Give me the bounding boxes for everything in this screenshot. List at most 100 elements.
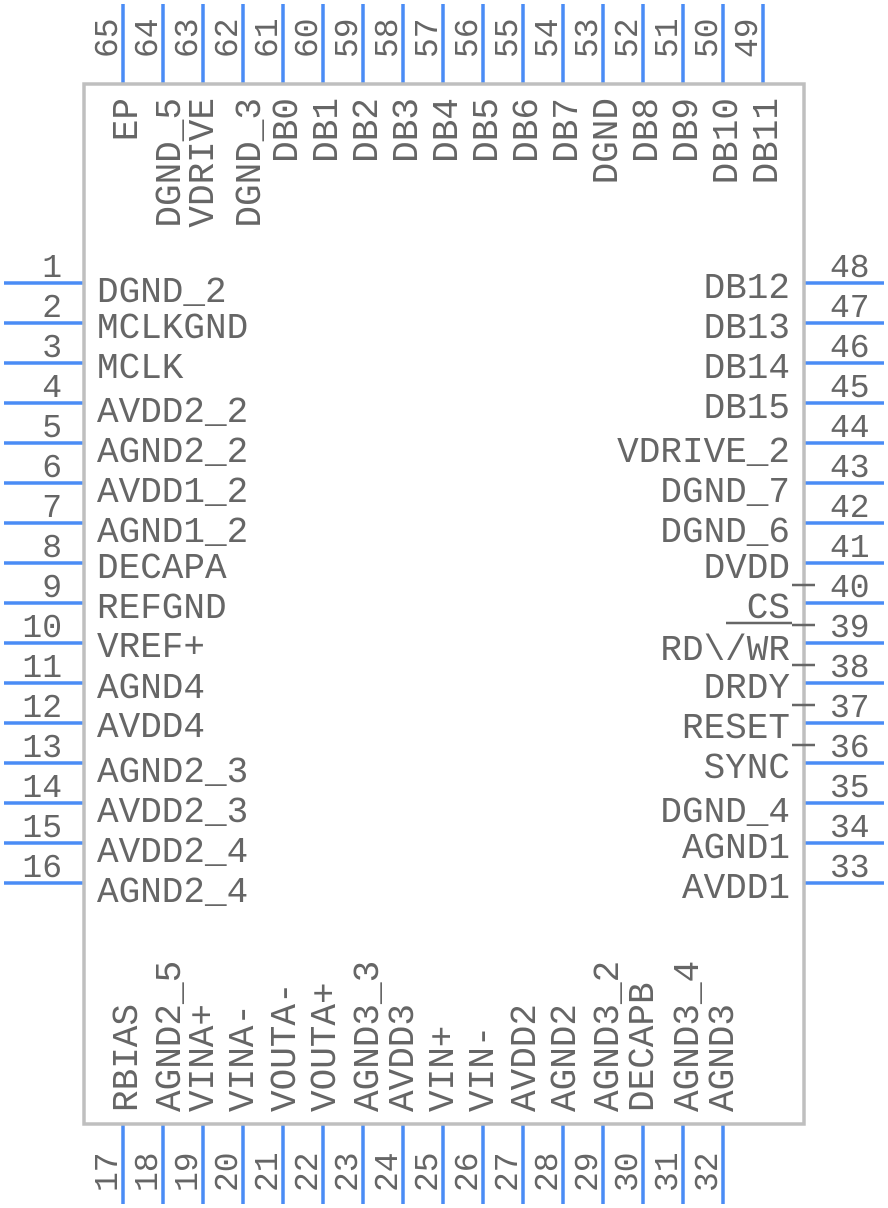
- pin-label: DGND_6: [660, 512, 790, 553]
- pin-label: VDRIVE_2: [617, 432, 790, 473]
- pin-label: RBIAS: [107, 1004, 148, 1112]
- pin-label: AVDD1: [682, 868, 790, 909]
- pin-number: 12: [22, 690, 62, 727]
- pin-number: 24: [370, 1152, 407, 1192]
- pin-label: DB2: [347, 98, 388, 163]
- pins-layer: 1234567891011121314151648474645444342414…: [4, 4, 884, 1204]
- pin-label: VREF+: [97, 627, 205, 668]
- pin-number: 19: [170, 1152, 207, 1192]
- pin-label: DB1: [307, 98, 348, 163]
- pin-label: DB14: [704, 348, 790, 389]
- pin-label: AGND2: [545, 1004, 586, 1112]
- pin-label: DRDY: [704, 668, 790, 709]
- pin-number: 18: [130, 1152, 167, 1192]
- pin-number: 44: [830, 410, 870, 447]
- pin-number: 62: [210, 18, 247, 58]
- pin-label: DGND: [587, 98, 628, 184]
- pin-label: DB15: [704, 388, 790, 429]
- pin-number: 29: [570, 1152, 607, 1192]
- pin-label: AVDD2: [505, 1004, 546, 1112]
- pin-number: 22: [290, 1152, 327, 1192]
- pin-number: 13: [22, 730, 62, 767]
- pin-number: 9: [42, 570, 62, 607]
- pin-label: AGND3_2: [588, 961, 629, 1112]
- pin-label: AVDD4: [97, 707, 205, 748]
- pin-label: MCLKGND: [97, 308, 248, 349]
- pin-label: DB6: [507, 98, 548, 163]
- pin-number: 65: [90, 18, 127, 58]
- pin-number: 54: [530, 18, 567, 58]
- pin-label: RD\/WR: [660, 630, 790, 671]
- pin-label: VDRIVE: [183, 98, 224, 228]
- pin-number: 46: [830, 330, 870, 367]
- pin-number: 37: [830, 690, 870, 727]
- pin-number: 1: [42, 250, 62, 287]
- pin-label: DB8: [627, 98, 668, 163]
- pin-number: 25: [410, 1152, 447, 1192]
- pin-number: 64: [130, 18, 167, 58]
- pin-label: DB5: [467, 98, 508, 163]
- pin-number: 7: [42, 490, 62, 527]
- pin-label: RESET: [682, 708, 790, 749]
- pin-label: DB10: [707, 98, 748, 184]
- pin-number: 56: [450, 18, 487, 58]
- pin-number: 20: [210, 1152, 247, 1192]
- pin-number: 15: [22, 810, 62, 847]
- pin-number: 11: [22, 650, 62, 687]
- pin-number: 27: [490, 1152, 527, 1192]
- pin-label: AVDD3: [383, 1004, 424, 1112]
- pin-label: DECAPB: [623, 982, 664, 1112]
- pin-number: 50: [690, 18, 727, 58]
- pin-label: DGND_4: [660, 792, 790, 833]
- labels-layer: DGND_2MCLKGNDMCLKAVDD2_2AGND2_2AVDD1_2AG…: [97, 98, 815, 1112]
- pin-number: 14: [22, 770, 62, 807]
- pin-number: 45: [830, 370, 870, 407]
- pin-number: 39: [830, 610, 870, 647]
- pin-number: 38: [830, 650, 870, 687]
- pin-number: 52: [610, 18, 647, 58]
- pin-label: AGND2_5: [150, 961, 191, 1112]
- pin-label: VOUTA+: [305, 982, 346, 1112]
- pin-label: MCLK: [97, 348, 184, 389]
- pin-label: DGND_7: [660, 472, 790, 513]
- pin-label: AVDD2_4: [97, 832, 248, 873]
- pin-number: 42: [830, 490, 870, 527]
- pin-label: VIN-: [463, 1026, 504, 1112]
- pin-number: 30: [610, 1152, 647, 1192]
- pin-label: DB12: [704, 268, 790, 309]
- pin-label: AGND2_2: [97, 432, 248, 473]
- pin-label: DGND_2: [97, 272, 227, 313]
- pin-number: 32: [690, 1152, 727, 1192]
- pin-label: DB0: [267, 98, 308, 163]
- pin-number: 21: [250, 1152, 287, 1192]
- pin-number: 61: [250, 18, 287, 58]
- pin-number: 10: [22, 610, 62, 647]
- pin-number: 28: [530, 1152, 567, 1192]
- pin-number: 23: [330, 1152, 367, 1192]
- pin-label: EP: [107, 98, 148, 141]
- pin-number: 48: [830, 250, 870, 287]
- pin-number: 36: [830, 730, 870, 767]
- pin-number: 4: [42, 370, 62, 407]
- pin-label: DB4: [427, 98, 468, 163]
- pin-number: 26: [450, 1152, 487, 1192]
- pin-label: VINA+: [183, 1004, 224, 1112]
- pin-label: AGND2_4: [97, 872, 248, 913]
- pin-label: VIN+: [423, 1026, 464, 1112]
- pin-number: 43: [830, 450, 870, 487]
- pin-label: AVDD2_3: [97, 792, 248, 833]
- pin-number: 16: [22, 850, 62, 887]
- pin-label: AGND3: [703, 1004, 744, 1112]
- pin-label: AGND3_4: [668, 961, 709, 1112]
- pin-number: 34: [830, 810, 870, 847]
- pin-number: 35: [830, 770, 870, 807]
- pin-number: 51: [650, 18, 687, 58]
- pin-label: SYNC: [704, 748, 790, 789]
- pin-label: DB7: [547, 98, 588, 163]
- pin-label: DB11: [747, 98, 788, 184]
- pin-number: 5: [42, 410, 62, 447]
- pin-number: 63: [170, 18, 207, 58]
- pin-label: VOUTA-: [265, 982, 306, 1112]
- pin-number: 55: [490, 18, 527, 58]
